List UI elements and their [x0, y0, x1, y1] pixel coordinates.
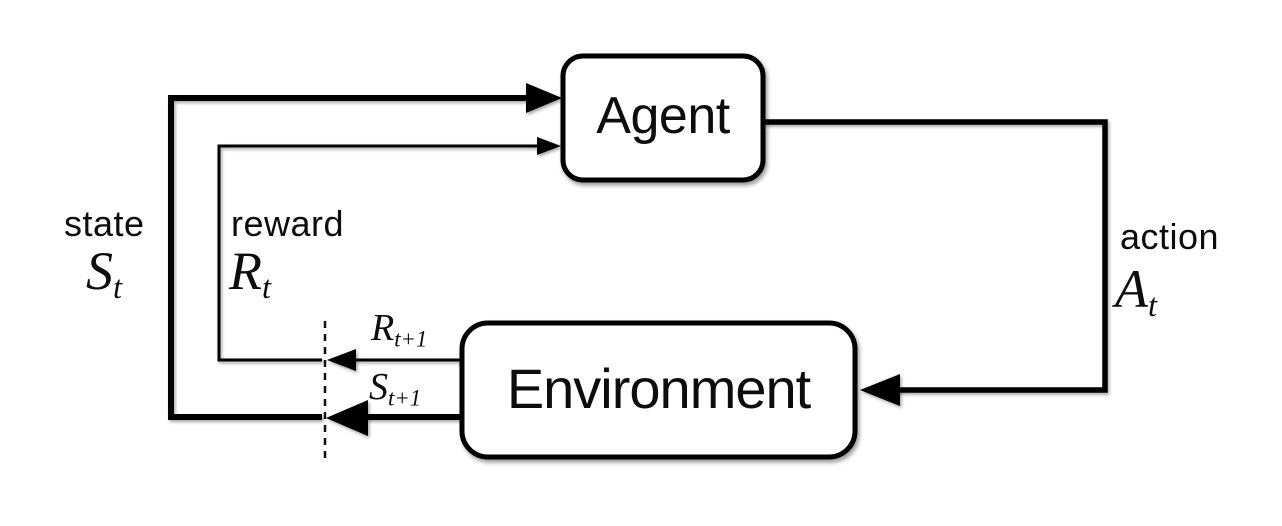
reward-word-label: reward: [231, 203, 345, 244]
agent-label: Agent: [596, 87, 730, 145]
next-reward-arrowhead-icon: [327, 349, 356, 371]
next-state-symbol: St+1: [369, 366, 422, 411]
reward-arrowhead-icon: [537, 137, 561, 155]
environment-box: [459, 320, 858, 460]
state-edge-line: [168, 95, 540, 420]
environment-label: Environment: [506, 356, 811, 420]
action-edge-line: [764, 119, 1108, 393]
agent-box: [560, 53, 766, 183]
state-arrowhead-icon: [526, 83, 562, 113]
state-word-label: state: [64, 203, 145, 244]
state-symbol: St: [86, 241, 122, 307]
next-reward-symbol: Rt+1: [371, 307, 428, 352]
action-arrowhead-icon: [860, 374, 900, 406]
action-word-label: action: [1120, 216, 1220, 257]
next-state-arrowhead-icon: [326, 400, 368, 436]
reward-edge-line: [217, 144, 542, 362]
reward-symbol: Rt: [229, 241, 271, 307]
action-symbol: At: [1115, 259, 1157, 325]
